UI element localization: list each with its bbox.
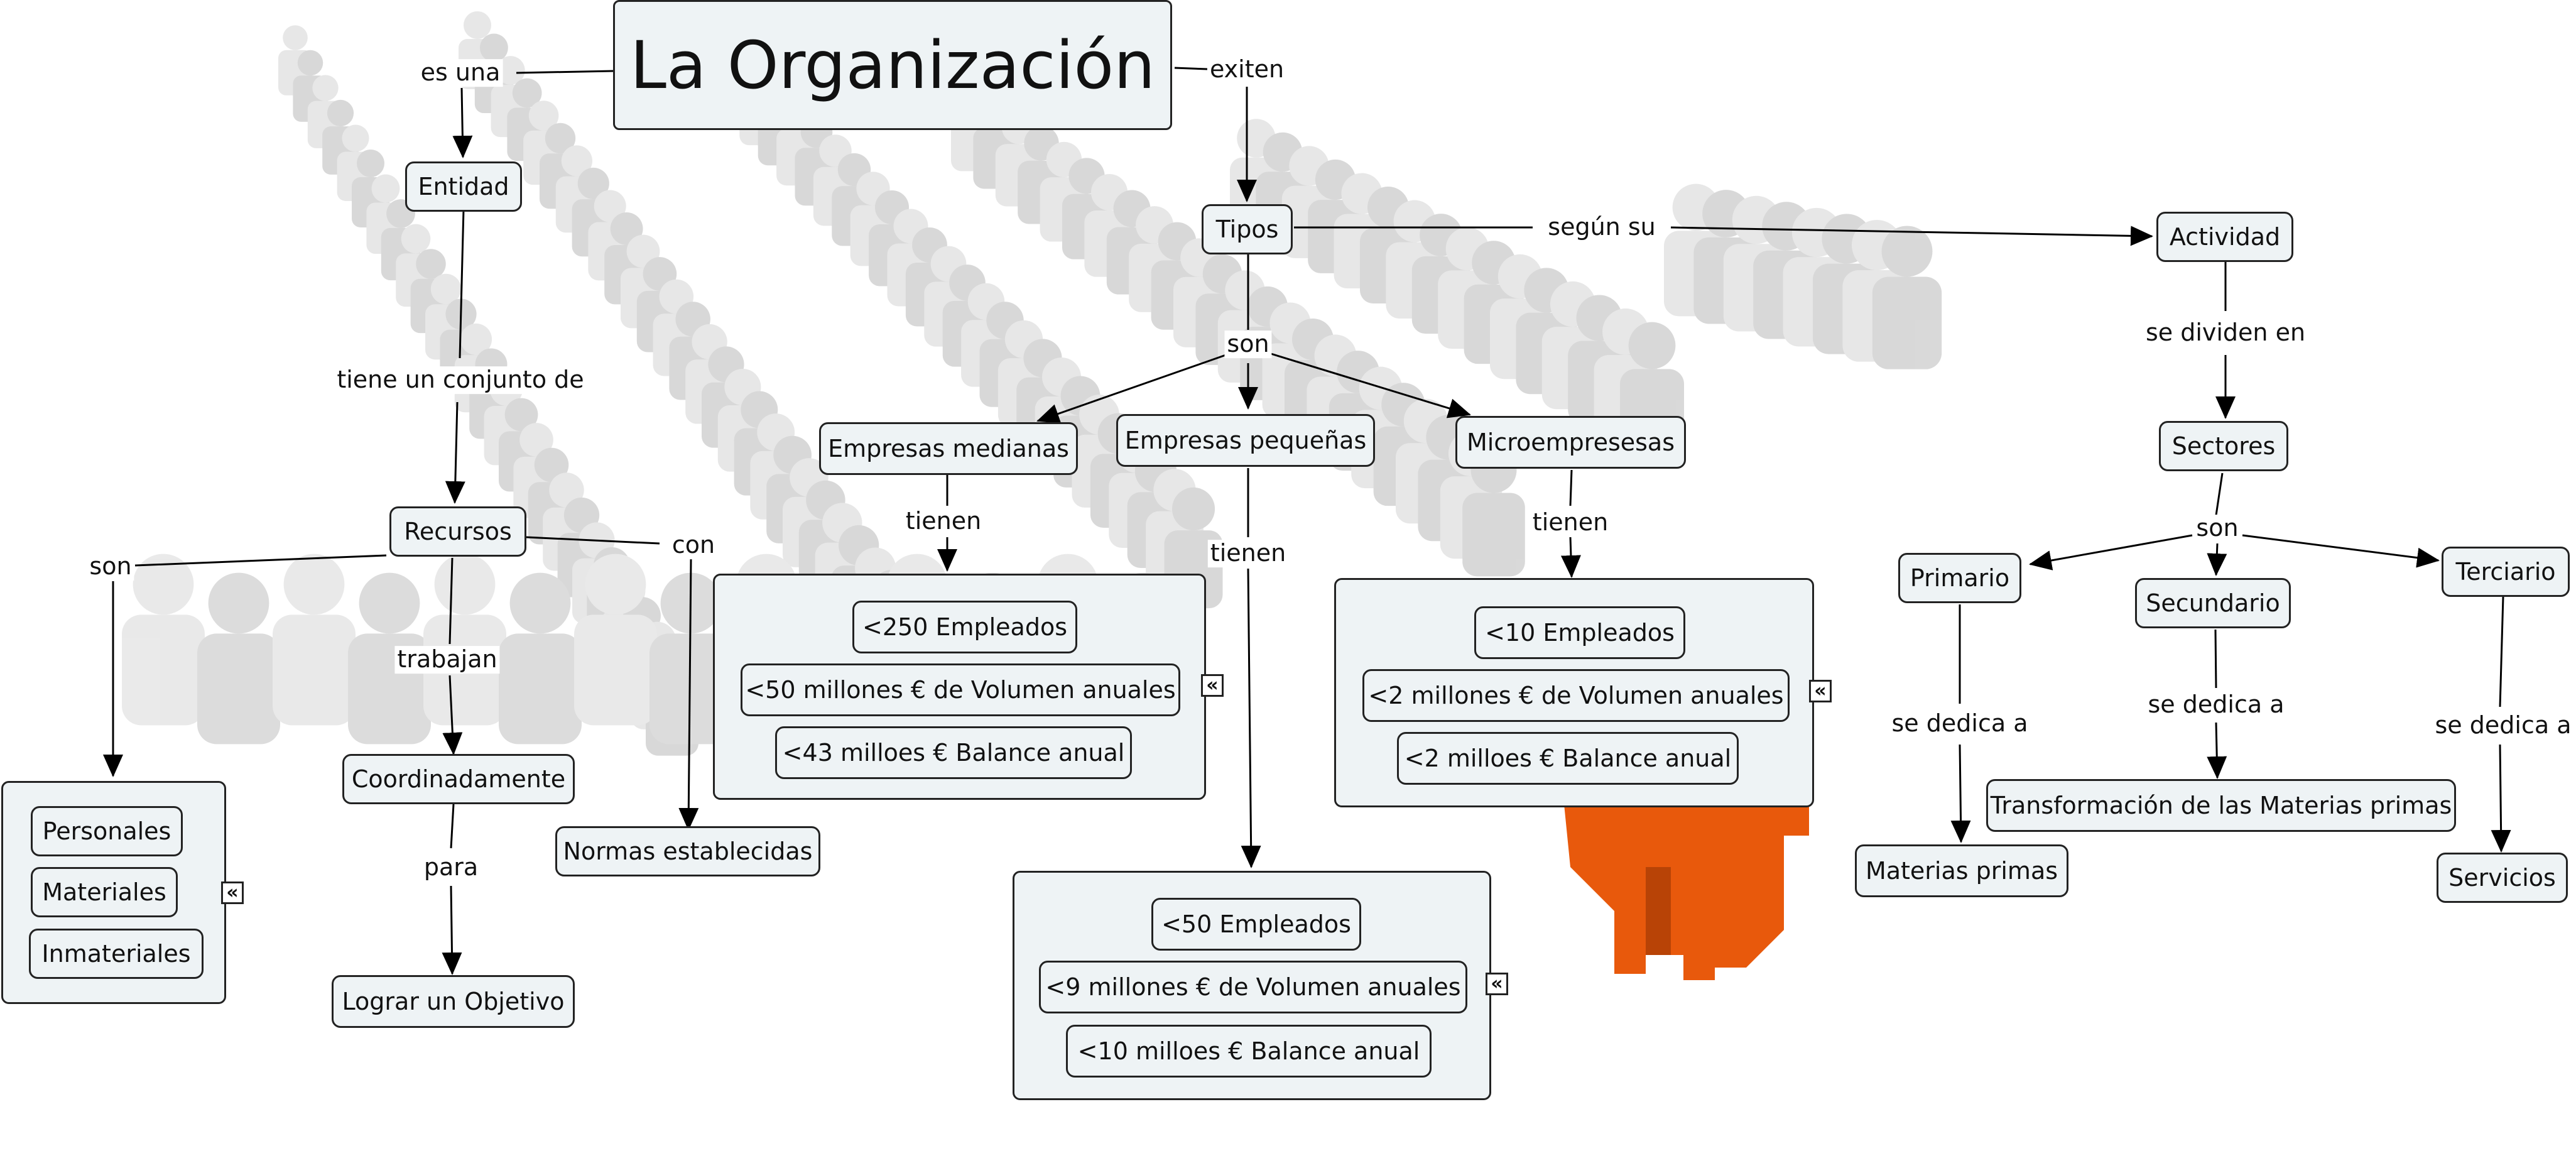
link-label-dedica-primario: se dedica a — [1889, 709, 2031, 738]
micro-criteria-group[interactable]: <10 Empleados <2 millones € de Volumen a… — [1334, 578, 1814, 807]
link-label-es-una: es una — [418, 58, 503, 87]
link-label-trabajan: trabajan — [394, 645, 500, 674]
medianas-volumen-node[interactable]: <50 millones € de Volumen anuales — [741, 663, 1180, 716]
personales-node[interactable]: Personales — [31, 806, 183, 856]
link-label-exiten: exiten — [1207, 55, 1287, 84]
collapse-recursos-group-icon[interactable]: « — [221, 881, 244, 904]
secundario-node[interactable]: Secundario — [2135, 578, 2291, 628]
link-label-dedica-terciario: se dedica a — [2432, 711, 2574, 740]
inmateriales-node[interactable]: Inmateriales — [29, 929, 204, 979]
entidad-node[interactable]: Entidad — [405, 161, 522, 212]
link-label-segun-su: según su — [1545, 213, 1658, 241]
normas-node[interactable]: Normas establecidas — [555, 826, 820, 876]
terciario-node[interactable]: Terciario — [2442, 547, 2570, 597]
link-label-son-sectores: son — [2193, 514, 2241, 542]
pequenas-balance-node[interactable]: <10 milloes € Balance anual — [1066, 1025, 1432, 1078]
link-label-dedica-secundario: se dedica a — [2145, 690, 2287, 719]
collapse-pequenas-group-icon[interactable]: « — [1486, 973, 1508, 995]
link-label-con: con — [669, 531, 718, 559]
materias-primas-node[interactable]: Materias primas — [1855, 844, 2068, 897]
link-label-son-tipos: son — [1224, 330, 1272, 358]
materiales-node[interactable]: Materiales — [31, 867, 178, 917]
link-label-son-recursos: son — [87, 552, 134, 581]
pequenas-criteria-group[interactable]: <50 Empleados <9 millones € de Volumen a… — [1013, 871, 1491, 1100]
coordinadamente-node[interactable]: Coordinadamente — [342, 754, 575, 804]
micro-volumen-node[interactable]: <2 millones € de Volumen anuales — [1362, 669, 1790, 722]
sectores-node[interactable]: Sectores — [2159, 421, 2288, 471]
objetivo-node[interactable]: Lograr un Objetivo — [332, 975, 575, 1028]
link-label-tienen-medianas: tienen — [903, 507, 984, 535]
micro-empleados-node[interactable]: <10 Empleados — [1474, 606, 1685, 659]
pequenas-empleados-node[interactable]: <50 Empleados — [1151, 898, 1361, 951]
pequenas-volumen-node[interactable]: <9 millones € de Volumen anuales — [1039, 961, 1467, 1013]
primario-node[interactable]: Primario — [1898, 553, 2021, 603]
collapse-micro-group-icon[interactable]: « — [1809, 680, 1832, 702]
transformacion-node[interactable]: Transformación de las Materias primas — [1986, 779, 2456, 832]
medianas-empleados-node[interactable]: <250 Empleados — [852, 601, 1077, 653]
link-label-tienen-micro: tienen — [1530, 508, 1611, 537]
link-label-tienen-pequenas: tienen — [1207, 539, 1289, 567]
collapse-medianas-group-icon[interactable]: « — [1201, 674, 1224, 697]
link-label-para: para — [421, 853, 481, 881]
orange-person-figure — [1564, 804, 1809, 980]
actividad-node[interactable]: Actividad — [2156, 212, 2293, 262]
micro-balance-node[interactable]: <2 milloes € Balance anual — [1397, 732, 1739, 785]
pequenas-node[interactable]: Empresas pequeñas — [1116, 414, 1375, 467]
medianas-balance-node[interactable]: <43 milloes € Balance anual — [775, 726, 1132, 779]
tipos-node[interactable]: Tipos — [1202, 204, 1293, 254]
micro-node[interactable]: Microempresesas — [1455, 416, 1686, 469]
link-label-se-dividen: se dividen en — [2143, 319, 2308, 347]
medianas-node[interactable]: Empresas medianas — [819, 422, 1078, 475]
servicios-node[interactable]: Servicios — [2437, 853, 2568, 903]
link-label-tiene-conjunto: tiene un conjunto de — [334, 366, 587, 394]
title-node[interactable]: La Organización — [613, 0, 1172, 130]
medianas-criteria-group[interactable]: <250 Empleados <50 millones € de Volumen… — [713, 574, 1206, 800]
recursos-node[interactable]: Recursos — [389, 506, 526, 557]
recursos-types-group[interactable]: Personales Materiales Inmateriales — [1, 781, 226, 1004]
